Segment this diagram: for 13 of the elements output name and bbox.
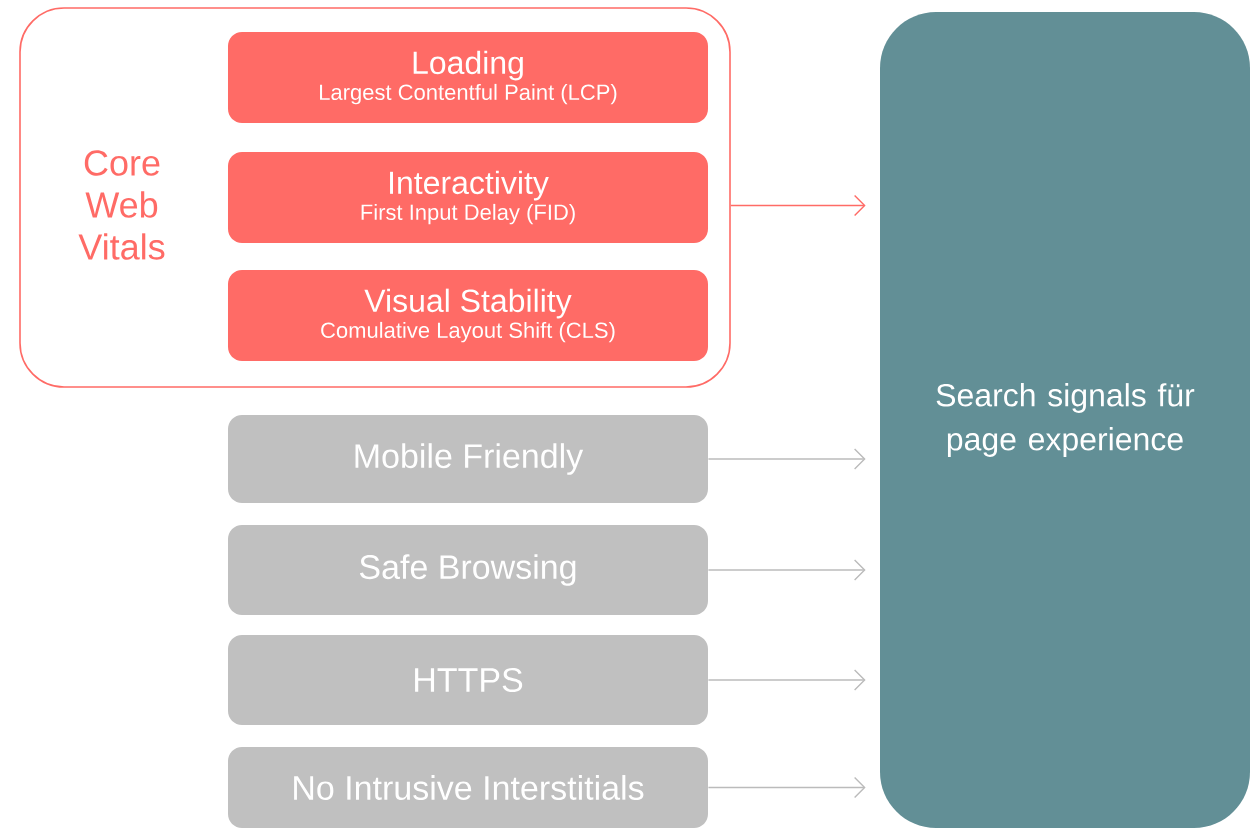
arrow: [707, 448, 866, 470]
arrow: [730, 194, 866, 217]
signal-factor-box: HTTPS: [228, 635, 708, 725]
signal-factor-box: Safe Browsing: [228, 525, 708, 615]
signal-factor-box: Mobile Friendly: [228, 415, 708, 503]
signal-box: Search signals für page experience: [880, 12, 1250, 828]
arrow: [707, 669, 866, 691]
signal-factor-box: No Intrusive Interstitials: [228, 747, 708, 828]
arrow: [707, 776, 866, 799]
metric-box: Loading Largest Contentful Paint (LCP): [228, 32, 708, 123]
arrow: [707, 559, 866, 581]
metric-box: Visual Stability Comulative Layout Shift (CLS): [228, 270, 708, 361]
metric-box: Interactivity First Input Delay (FID): [228, 152, 708, 243]
